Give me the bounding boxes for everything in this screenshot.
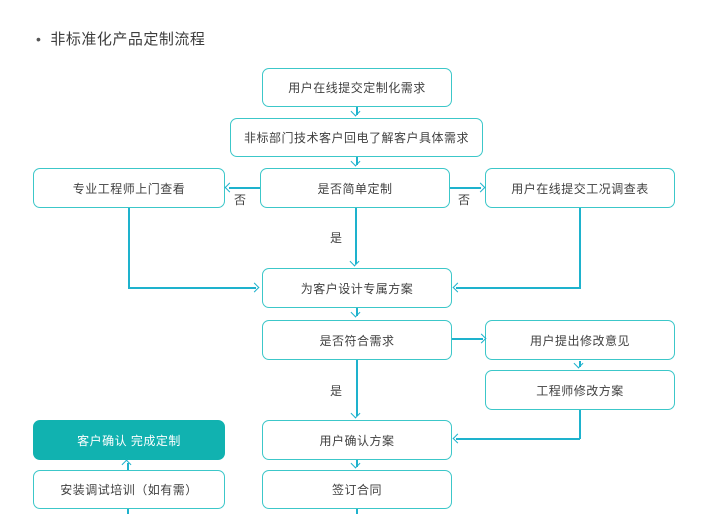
arrowhead-left-icon <box>452 433 463 444</box>
node-sign-contract: 签订合同 <box>262 470 452 509</box>
arrowhead-down-icon <box>573 358 584 369</box>
connector-line <box>355 208 357 264</box>
connector-line <box>356 308 358 316</box>
arrowhead-down-icon <box>350 458 361 469</box>
node-submit-survey: 用户在线提交工况调查表 <box>485 168 675 208</box>
node-label: 用户在线提交工况调查表 <box>511 181 649 196</box>
node-submit-request: 用户在线提交定制化需求 <box>262 68 452 107</box>
arrowhead-right-icon <box>475 182 486 193</box>
connector-line <box>128 287 256 289</box>
connector-line <box>579 410 581 439</box>
arrowhead-right-icon <box>249 282 260 293</box>
connector-line <box>356 360 358 416</box>
edge-label-yes: 是 <box>330 384 343 398</box>
connector-line <box>450 187 481 189</box>
connector-line <box>356 107 358 115</box>
node-engineer-visit: 专业工程师上门查看 <box>33 168 225 208</box>
node-label: 非标部门技术客户回电了解客户具体需求 <box>243 131 469 145</box>
edge-label-no: 否 <box>458 193 471 207</box>
node-label: 为客户设计专属方案 <box>300 281 414 296</box>
node-label: 客户确认 完成定制 <box>77 433 181 448</box>
arrowhead-down-icon <box>349 256 360 267</box>
arrowhead-left-icon <box>452 282 463 293</box>
node-label: 用户提出修改意见 <box>529 333 630 348</box>
connector-line <box>356 460 358 467</box>
arrowhead-down-icon <box>350 156 361 167</box>
node-label: 是否符合需求 <box>319 333 395 348</box>
node-design-plan: 为客户设计专属方案 <box>262 268 452 308</box>
node-label: 专业工程师上门查看 <box>72 181 186 196</box>
node-custom-complete: 客户确认 完成定制 <box>33 420 225 460</box>
node-install-training: 安装调试培训（如有需） <box>33 470 225 509</box>
connector-line <box>229 187 260 189</box>
arrowhead-down-icon <box>350 106 361 117</box>
connector-line <box>356 157 358 165</box>
arrowhead-down-icon <box>350 408 361 419</box>
edge-label-yes: 是 <box>330 231 343 245</box>
connector-line <box>456 287 580 289</box>
edge-label-no: 否 <box>234 193 247 207</box>
node-callback: 非标部门技术客户回电了解客户具体需求 <box>230 118 483 157</box>
connector-line <box>579 208 581 289</box>
page-title: • 非标准化产品定制流程 <box>36 28 205 49</box>
arrowhead-left-icon <box>224 182 235 193</box>
connector-line <box>127 463 129 470</box>
connector-line <box>128 208 130 289</box>
connector-line <box>127 509 129 514</box>
node-revision-feedback: 用户提出修改意见 <box>485 320 675 360</box>
node-confirm-plan: 用户确认方案 <box>262 420 452 460</box>
arrowhead-up-icon <box>121 459 132 470</box>
node-label: 签订合同 <box>331 483 382 497</box>
node-simple-custom-decision: 是否简单定制 <box>260 168 450 208</box>
node-label: 用户确认方案 <box>319 433 395 448</box>
page-title-text: 非标准化产品定制流程 <box>50 31 206 48</box>
node-label: 工程师修改方案 <box>536 383 624 398</box>
node-label: 安装调试培训（如有需） <box>60 483 198 497</box>
node-engineer-revise: 工程师修改方案 <box>485 370 675 410</box>
connector-line <box>579 361 581 367</box>
node-label: 用户在线提交定制化需求 <box>288 81 426 95</box>
node-label: 是否简单定制 <box>317 181 393 196</box>
bullet-icon: • <box>36 30 42 47</box>
arrowhead-down-icon <box>350 307 361 318</box>
connector-line <box>356 509 358 514</box>
node-meets-needs-decision: 是否符合需求 <box>262 320 452 360</box>
connector-line <box>456 438 580 440</box>
connector-line <box>452 338 483 340</box>
